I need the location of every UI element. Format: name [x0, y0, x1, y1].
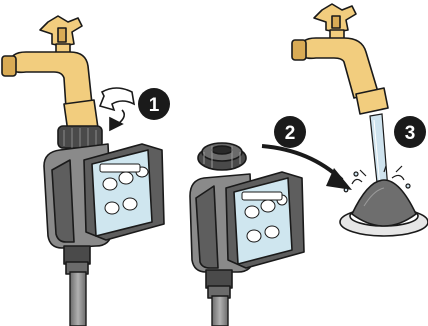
water-timer-icon	[189, 142, 305, 299]
step-number: 2	[285, 123, 296, 144]
hose	[211, 295, 229, 326]
step-badge-3: 3	[394, 116, 426, 148]
faucet-icon	[1, 15, 99, 133]
step-badge-2: 2	[274, 116, 306, 148]
filter-washer-icon	[339, 179, 428, 237]
hose	[69, 271, 87, 326]
step-badge-1: 1	[138, 88, 170, 120]
rotate-arrow-icon	[98, 87, 136, 132]
step-number: 1	[149, 95, 160, 116]
curved-arrow-icon	[261, 144, 352, 190]
step-number: 3	[405, 123, 416, 144]
water-timer-icon	[43, 125, 165, 275]
faucet-icon	[291, 3, 389, 115]
